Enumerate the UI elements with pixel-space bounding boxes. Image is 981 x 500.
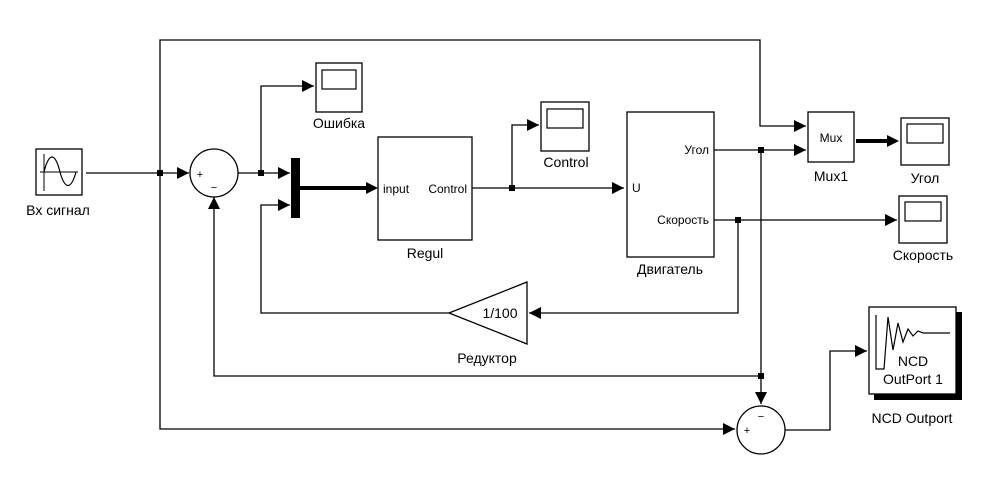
sine-wave-icon: [43, 156, 77, 187]
branch-point: [735, 217, 741, 223]
motor-label: Двигатель: [637, 261, 703, 277]
regul-block[interactable]: input Control: [377, 136, 473, 241]
wire-angle-feedback: [208, 197, 761, 377]
sum1-minus-sign: −: [211, 182, 217, 194]
sum2-minus-sign: −: [758, 411, 764, 423]
wire-to-control-scope: [511, 119, 539, 188]
gain-block[interactable]: 1/100: [447, 281, 528, 345]
sum1-plus-sign: +: [197, 169, 203, 181]
motor-input-port: U: [632, 181, 641, 195]
ncd-outport-label: NCD Outport: [872, 410, 953, 426]
wire-to-error-scope: [260, 80, 314, 173]
branch-point: [157, 170, 163, 176]
wire-sum2-to-ncd: [785, 345, 867, 431]
regul-label: Regul: [407, 245, 444, 261]
input-signal-block[interactable]: [35, 148, 83, 196]
wire-input-to-mux: [159, 39, 806, 173]
angle-scope-block[interactable]: [900, 117, 950, 166]
speed-scope-block[interactable]: [898, 195, 948, 244]
control-scope-label: Control: [543, 154, 588, 170]
sum2-plus-sign: +: [744, 425, 750, 437]
ncd-outport-block[interactable]: NCD OutPort 1: [868, 306, 962, 400]
sum1-block[interactable]: + −: [189, 148, 239, 198]
input-signal-label: Вх сигнал: [26, 202, 90, 218]
scope-screen-icon: [546, 108, 584, 129]
regul-input-port: input: [383, 182, 410, 196]
wire-speed-to-gain: [529, 220, 739, 319]
mux1-block[interactable]: Mux: [807, 111, 855, 163]
branch-points: [157, 147, 764, 379]
wires: [86, 39, 899, 435]
speed-scope-label: Скорость: [893, 247, 953, 263]
branch-point: [509, 185, 515, 191]
branch-point: [758, 373, 764, 379]
control-scope-block[interactable]: [540, 101, 590, 152]
ncd-text-1: NCD: [898, 353, 928, 369]
bus-arrow-mux: [887, 135, 899, 147]
error-scope-label: Ошибка: [313, 115, 365, 131]
ncd-text-2: OutPort 1: [883, 371, 943, 387]
wire-gain-to-bar: [260, 199, 449, 314]
bus-arrow: [366, 182, 378, 194]
regul-output-port: Control: [428, 182, 467, 196]
step-response-icon: [875, 315, 950, 370]
mux-bar-block[interactable]: [291, 158, 300, 218]
motor-speed-port: Скорость: [657, 213, 709, 227]
motor-angle-port: Угол: [684, 143, 709, 157]
motor-block[interactable]: U Угол Скорость: [626, 111, 715, 258]
wire-input-to-sum2: [159, 173, 735, 435]
error-scope-block[interactable]: [315, 62, 363, 113]
mux1-text: Mux: [820, 131, 843, 145]
branch-point: [758, 147, 764, 153]
scope-screen-icon: [904, 201, 942, 222]
sum2-block[interactable]: + −: [736, 405, 786, 455]
gain-label: Редуктор: [457, 350, 517, 366]
scope-screen-icon: [321, 69, 357, 90]
gain-value: 1/100: [482, 305, 517, 321]
scope-screen-icon: [906, 123, 944, 144]
angle-scope-label: Угол: [911, 170, 940, 186]
mux1-label: Mux1: [814, 168, 848, 184]
branch-point: [258, 170, 264, 176]
